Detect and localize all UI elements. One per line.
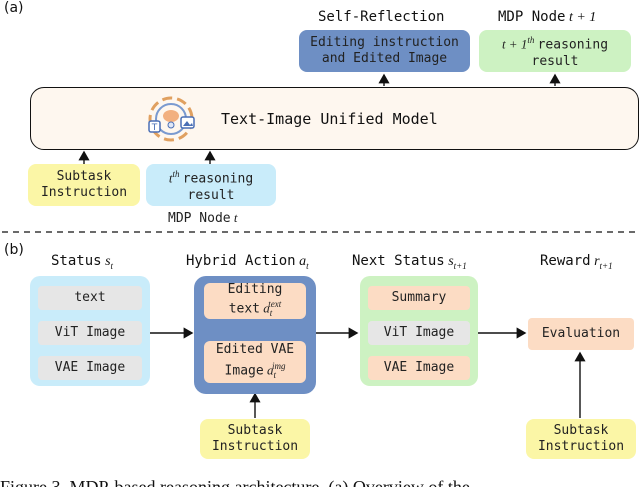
- status-title: Status st: [51, 253, 113, 271]
- self-reflection-box: Editing instruction and Edited Image: [299, 30, 470, 72]
- editing-text-box: Editing text attext: [204, 281, 306, 319]
- next-item-vit: ViT Image: [368, 321, 470, 345]
- next-result-sup: th: [527, 35, 535, 46]
- editing-text-sub: t: [269, 307, 273, 318]
- mdp-node-caption-math: t: [233, 210, 238, 225]
- panel-a-label: (a): [4, 0, 24, 16]
- next-status-title-math: s: [448, 254, 454, 269]
- reward-title-sub: t+1: [599, 260, 613, 271]
- reasoning-math: t: [168, 170, 173, 186]
- reasoning-sup: th: [172, 169, 180, 180]
- mdp-node-caption: MDP Node t: [168, 210, 238, 227]
- reward-title: Reward rt+1: [540, 253, 613, 271]
- edited-vae-line-2: Image: [224, 362, 264, 378]
- hybrid-subtask-line-1: Subtask: [227, 423, 283, 438]
- subtask-instruction-box-a: Subtask Instruction: [28, 164, 140, 206]
- next-status-title: Next Status st+1: [352, 253, 467, 271]
- reward-subtask-line-1: Subtask: [553, 423, 609, 438]
- edited-vae-math: a: [266, 361, 274, 377]
- status-title-math: s: [105, 254, 111, 269]
- next-reasoning-result-box: t + 1th reasoning result: [479, 30, 631, 72]
- hybrid-title-sub: t: [306, 260, 309, 271]
- unified-model-box: [30, 87, 639, 150]
- status-item-text: text: [38, 286, 142, 310]
- status-item-vae: VAE Image: [38, 356, 142, 380]
- evaluation-box: Evaluation: [528, 318, 634, 350]
- edited-vae-line-1: Edited VAE: [215, 341, 295, 357]
- mdp-next-title-text: MDP Node: [498, 9, 566, 25]
- self-reflection-line-1: Editing instruction: [310, 35, 459, 50]
- status-item-vit: ViT Image: [38, 321, 142, 345]
- figure-caption: Figure 3. MDP-based reasoning architectu…: [0, 477, 470, 487]
- svg-text:T: T: [151, 123, 158, 133]
- reward-subtask-line-2: Instruction: [537, 439, 625, 454]
- reward-title-math: r: [594, 254, 600, 269]
- hybrid-subtask-line-2: Instruction: [211, 439, 299, 454]
- brain-gear-icon: T: [148, 96, 195, 142]
- edited-vae-sub: t: [273, 369, 276, 380]
- hybrid-title-math: a: [299, 254, 307, 269]
- next-result-math: t + 1: [501, 36, 528, 52]
- status-title-sub: t: [110, 260, 114, 271]
- edited-vae-sup: img: [271, 360, 286, 371]
- reward-title-text: Reward: [540, 253, 591, 269]
- status-title-text: Status: [51, 253, 102, 269]
- editing-text-line-1: Editing: [227, 281, 283, 297]
- mdp-next-title: MDP Node t + 1: [498, 9, 596, 26]
- next-status-title-text: Next Status: [352, 253, 445, 269]
- reasoning-result-box: tth reasoning result: [146, 164, 276, 206]
- editing-text-sup: text: [268, 298, 282, 309]
- hybrid-title-text: Hybrid Action: [186, 253, 296, 269]
- mdp-next-title-math: t + 1: [568, 10, 597, 25]
- unified-model-label: Text-Image Unified Model: [221, 110, 438, 128]
- hybrid-title: Hybrid Action at: [186, 253, 309, 271]
- self-reflection-line-2: and Edited Image: [321, 51, 448, 66]
- reasoning-text: reasoning: [182, 171, 254, 187]
- hybrid-subtask-box: Subtask Instruction: [200, 419, 310, 459]
- next-status-title-sub: t+1: [453, 260, 467, 271]
- mdp-node-caption-text: MDP Node: [168, 211, 231, 226]
- next-item-summary: Summary: [368, 286, 470, 310]
- reward-subtask-box: Subtask Instruction: [526, 419, 636, 459]
- subtask-a-line-1: Subtask: [56, 169, 112, 184]
- panel-b-label: (b): [4, 242, 24, 258]
- subtask-a-line-2: Instruction: [40, 185, 128, 200]
- editing-text-line-2: text: [228, 300, 261, 316]
- self-reflection-title: Self-Reflection: [318, 9, 445, 25]
- next-item-vae: VAE Image: [368, 356, 470, 380]
- editing-text-math: a: [263, 299, 270, 315]
- next-result-text: reasoning: [537, 37, 609, 53]
- edited-vae-box: Edited VAE Image atimg: [204, 341, 306, 383]
- reasoning-line-2: result: [187, 187, 235, 203]
- next-result-line-2: result: [531, 53, 579, 69]
